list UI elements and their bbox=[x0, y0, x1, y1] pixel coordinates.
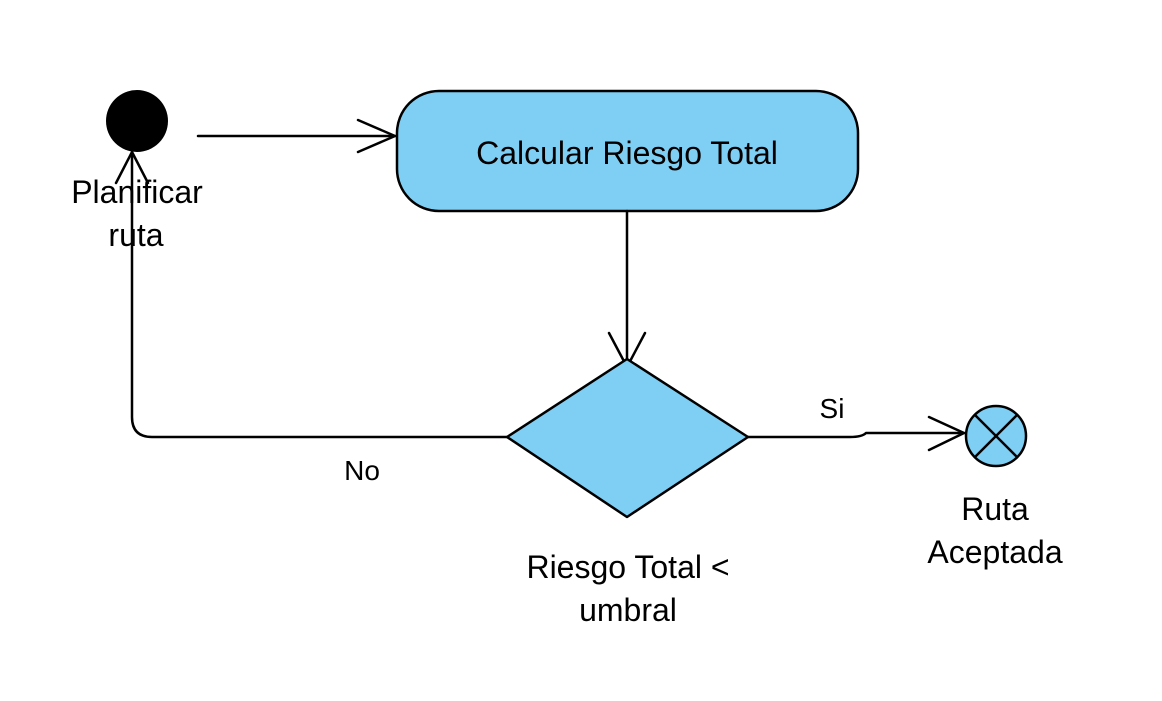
end-node-label-line2: Aceptada bbox=[927, 534, 1062, 570]
decision-node-label-line2: umbral bbox=[579, 592, 677, 628]
arrowhead-icon bbox=[927, 415, 966, 452]
edge-no-label: No bbox=[344, 455, 380, 486]
edge-decision-to-start bbox=[114, 150, 509, 439]
start-node-label-line2: ruta bbox=[108, 217, 163, 253]
edge-yes-label: Si bbox=[820, 393, 845, 424]
end-node-label-line1: Ruta bbox=[961, 491, 1029, 527]
edge-decision-to-end bbox=[746, 415, 966, 452]
edge-start-to-action bbox=[196, 118, 397, 154]
start-node-label-line1: Planificar bbox=[71, 174, 203, 210]
end-node[interactable] bbox=[964, 404, 1028, 468]
decision-node-label-line1: Riesgo Total < bbox=[526, 549, 729, 585]
action-node-label: Calcular Riesgo Total bbox=[476, 135, 778, 171]
arrowhead-icon bbox=[356, 118, 397, 154]
arrowhead-icon bbox=[114, 150, 150, 185]
edge-action-to-decision bbox=[607, 209, 647, 369]
start-node[interactable] bbox=[106, 90, 168, 152]
decision-node[interactable] bbox=[505, 357, 750, 519]
cross-icon bbox=[973, 413, 1019, 459]
